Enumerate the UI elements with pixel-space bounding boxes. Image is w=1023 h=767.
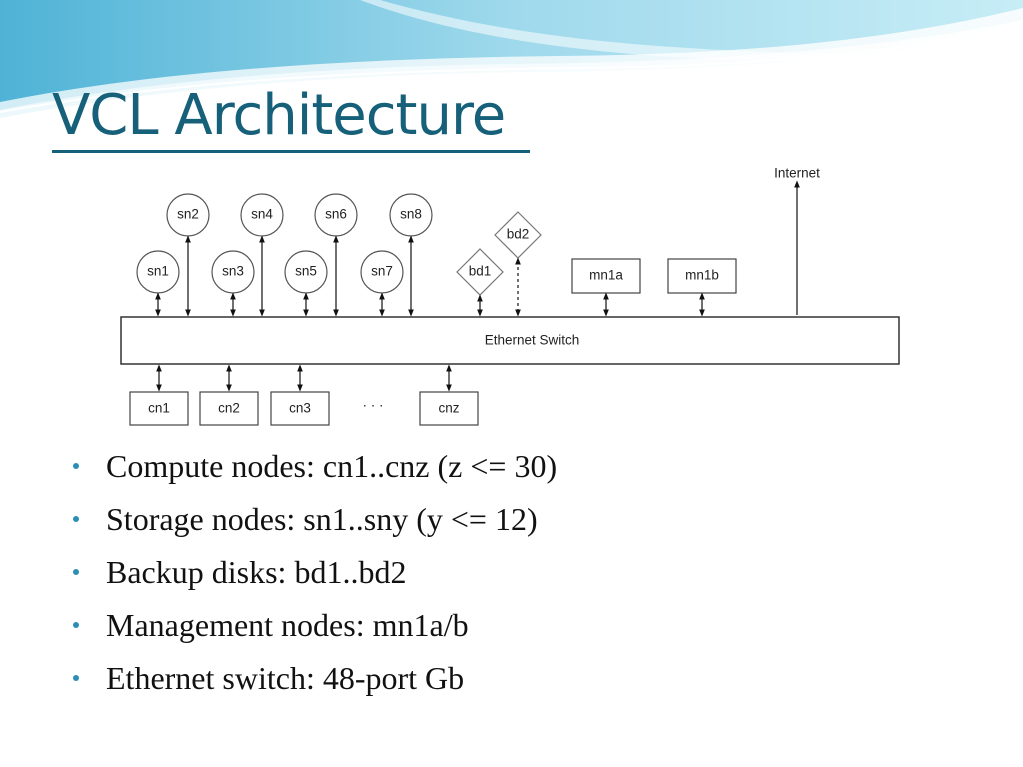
- bullet-dot-icon: [73, 675, 79, 681]
- bullet-storage-nodes: Storage nodes: sn1..sny (y <= 12): [70, 493, 557, 546]
- bullet-text: Ethernet switch: 48-port Gb: [106, 660, 465, 696]
- compute-node-label-cn2: cn2: [218, 401, 240, 416]
- storage-node-label-sn5: sn5: [295, 264, 317, 279]
- bullet-list: Compute nodes: cn1..cnz (z <= 30) Storag…: [70, 440, 557, 705]
- bullet-text: Management nodes: mn1a/b: [106, 607, 469, 643]
- architecture-diagram: Ethernet Switch sn1 sn2 sn3 sn4 sn5 sn6 sn7 sn8 b…: [120, 168, 900, 426]
- bullet-dot-icon: [73, 622, 79, 628]
- internet-label: Internet: [774, 168, 820, 181]
- management-node-mn1a: [571, 258, 641, 294]
- compute-node-cn2: [199, 391, 259, 426]
- compute-node-cn3: [270, 391, 330, 426]
- storage-node-label-sn1: sn1: [147, 264, 169, 279]
- bullet-compute-nodes: Compute nodes: cn1..cnz (z <= 30): [70, 440, 557, 493]
- compute-node-label-cnz: cnz: [438, 401, 459, 416]
- bullet-dot-icon: [73, 569, 79, 575]
- storage-node-label-sn2: sn2: [177, 207, 199, 222]
- compute-node-cnz: [419, 391, 479, 426]
- ethernet-switch-box: [120, 316, 900, 365]
- compute-node-label-cn1: cn1: [148, 401, 170, 416]
- title-underline: [52, 150, 530, 153]
- ethernet-switch-label: Ethernet Switch: [485, 333, 580, 348]
- management-node-label-mn1b: mn1b: [685, 268, 719, 283]
- bullet-text: Backup disks: bd1..bd2: [106, 554, 407, 590]
- bullet-dot-icon: [73, 516, 79, 522]
- slide-title: VCL Architecture: [52, 83, 506, 148]
- compute-node-label-cn3: cn3: [289, 401, 311, 416]
- management-node-mn1b: [667, 258, 737, 294]
- storage-node-label-sn8: sn8: [400, 207, 422, 222]
- management-node-label-mn1a: mn1a: [589, 268, 623, 283]
- bullet-dot-icon: [73, 463, 79, 469]
- backup-disk-label-bd1: bd1: [469, 264, 492, 279]
- bullet-text: Storage nodes: sn1..sny (y <= 12): [106, 501, 538, 537]
- header-wave-decoration: [0, 0, 1023, 118]
- storage-node-label-sn3: sn3: [222, 264, 244, 279]
- backup-disk-label-bd2: bd2: [507, 227, 530, 242]
- storage-node-label-sn7: sn7: [371, 264, 393, 279]
- bullet-text: Compute nodes: cn1..cnz (z <= 30): [106, 448, 558, 484]
- compute-node-ellipsis: · · ·: [363, 398, 384, 413]
- storage-node-label-sn4: sn4: [251, 207, 273, 222]
- bullet-backup-disks: Backup disks: bd1..bd2: [70, 546, 557, 599]
- storage-node-label-sn6: sn6: [325, 207, 347, 222]
- bullet-management-nodes: Management nodes: mn1a/b: [70, 599, 557, 652]
- compute-node-cn1: [129, 391, 189, 426]
- bullet-ethernet-switch: Ethernet switch: 48-port Gb: [70, 652, 557, 705]
